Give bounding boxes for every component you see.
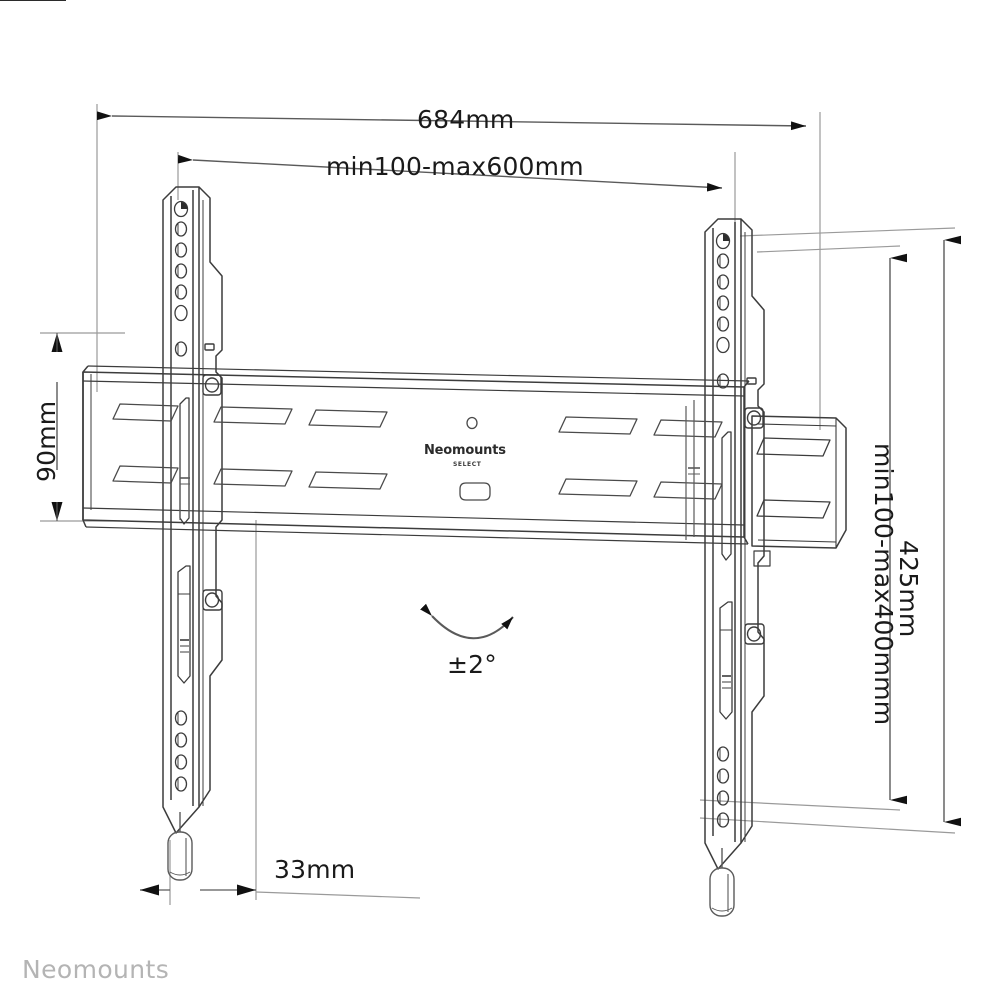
- right-safety-bolt: [709, 848, 735, 917]
- wall-bar-left-junction: [179, 400, 190, 520]
- product-brand-name: Neomounts: [424, 443, 506, 458]
- dimension-label-overall-width: 684mm: [417, 105, 515, 134]
- dimension-label-wall-plate-height: 90mm: [32, 400, 61, 482]
- tilt-arc-icon: [420, 603, 514, 640]
- wall-bar-center-features: [459, 416, 491, 501]
- wall-bar-slots-lower: [112, 465, 723, 500]
- dimension-label-overall-height: 425mm: [894, 540, 923, 638]
- dimension-label-vesa-vertical: min100-max400mmm: [869, 443, 898, 726]
- dimension-line-overall-width: [96, 111, 807, 131]
- right-wall-plate-cap: [751, 415, 847, 567]
- dimension-line-vesa-horizontal: [177, 154, 723, 192]
- dimension-line-depth: [140, 884, 256, 896]
- dimension-label-vesa-horizontal: min100-max600mm: [326, 152, 584, 181]
- wall-bar: [82, 365, 750, 545]
- right-tv-bracket: [704, 218, 765, 870]
- product-brand-subtitle: SELECT: [453, 461, 482, 468]
- dimension-label-depth: 33mm: [274, 855, 356, 884]
- wall-bar-slots-upper: [112, 403, 723, 438]
- wall-bar-right-junction: [685, 400, 700, 540]
- brand-underline: [0, 0, 66, 1]
- left-tv-bracket: [162, 186, 223, 834]
- dimension-line-wall-plate-height: [51, 333, 63, 521]
- dimension-extension-lines: [40, 104, 956, 905]
- left-safety-bolt: [167, 812, 193, 881]
- tilt-angle-label: ±2°: [447, 650, 497, 679]
- page-watermark: Neomounts: [22, 955, 170, 984]
